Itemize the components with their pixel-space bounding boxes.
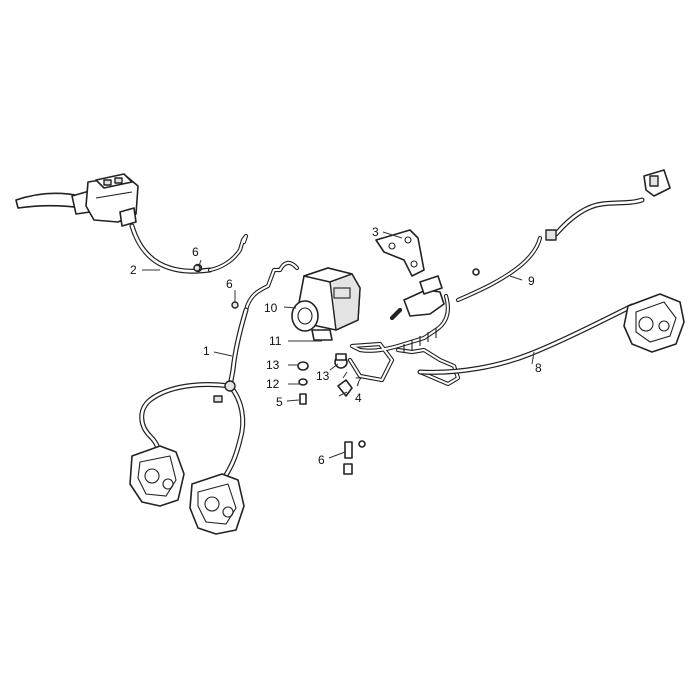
callout-9: 9 (528, 274, 535, 288)
callout-2: 2 (130, 263, 137, 277)
small-hardware (193, 264, 366, 475)
callout-1: 1 (203, 344, 210, 358)
brake-hose-9 (455, 197, 645, 303)
callout-labels: 1 2 3 4 5 6 6 6 7 8 9 10 11 12 13 13 (130, 225, 542, 467)
front-caliper-right (189, 473, 245, 535)
rear-reservoir-fitting (643, 169, 671, 197)
callout-7: 7 (355, 375, 362, 389)
brake-hose-2 (129, 223, 249, 274)
callout-11: 11 (269, 334, 282, 348)
callout-8: 8 (535, 361, 542, 375)
callout-12: 12 (266, 377, 280, 391)
callout-5: 5 (276, 395, 283, 409)
callout-6-upper: 6 (192, 245, 199, 259)
callout-10: 10 (264, 301, 278, 315)
callout-3: 3 (372, 225, 379, 239)
front-master-cylinder (15, 173, 139, 227)
rear-master-cylinder (389, 268, 480, 321)
brake-hose-1 (139, 260, 300, 481)
abs-modulator-unit (291, 267, 361, 341)
callout-6-lower: 6 (318, 453, 325, 467)
mounting-bracket (375, 229, 425, 277)
rear-caliper (623, 293, 685, 353)
leader-lines (142, 231, 535, 459)
callout-13-right: 13 (316, 369, 330, 383)
callout-6-middle: 6 (226, 277, 233, 291)
front-caliper-left (129, 445, 185, 507)
callout-4: 4 (355, 391, 362, 405)
brake-pipe-assembly (347, 293, 461, 387)
brake-hose-8 (417, 303, 635, 375)
callout-13-left: 13 (266, 358, 280, 372)
